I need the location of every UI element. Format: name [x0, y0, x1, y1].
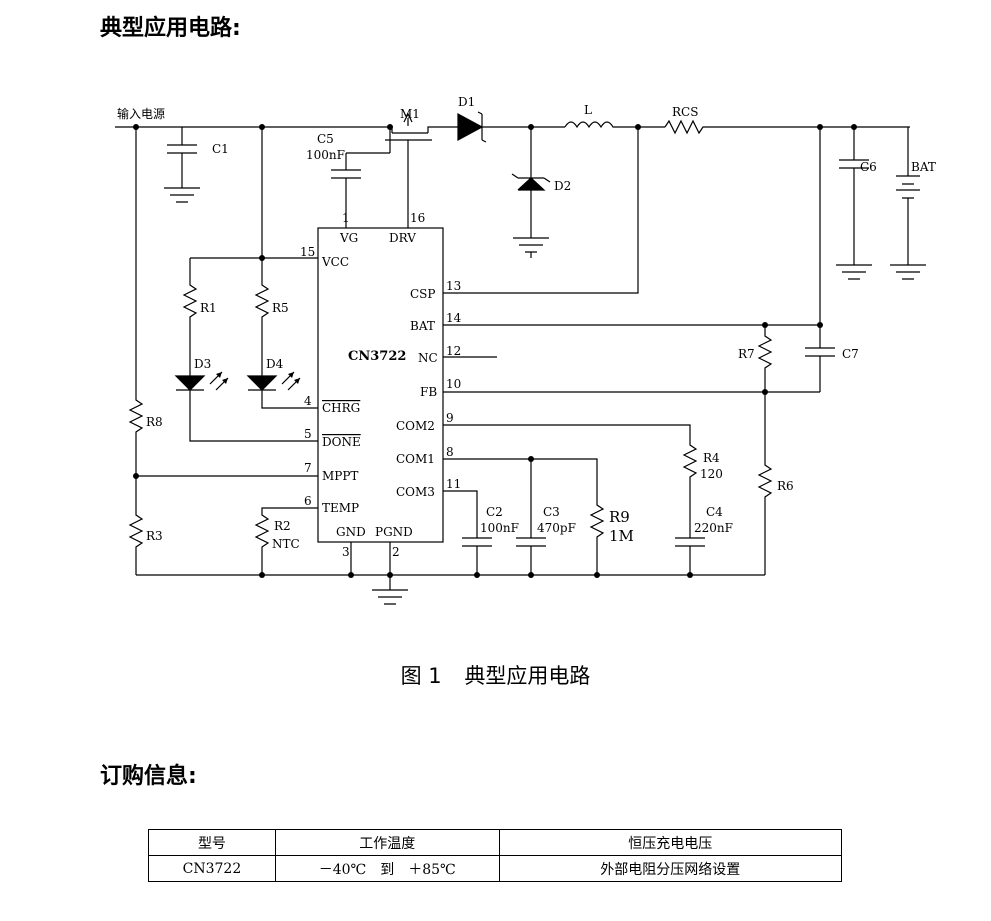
pin-number-9: 9 [446, 411, 454, 425]
header-temperature: 工作温度 [274, 829, 500, 856]
label-d1: D1 [458, 95, 475, 109]
label-r7: R7 [738, 347, 755, 361]
figure-title: 典型应用电路 [464, 664, 591, 688]
label-r4: R4 [703, 451, 720, 465]
pin-number-4: 4 [304, 394, 312, 408]
pin-temp: TEMP [322, 501, 359, 515]
pin-chrg: CHRG [322, 401, 360, 415]
section-heading-application: 典型应用电路: [100, 16, 241, 41]
figure-caption: 图 1 典型应用电路 [0, 660, 991, 690]
pin-number-1: 1 [342, 211, 350, 225]
section-heading-ordering: 订购信息: [100, 764, 197, 789]
label-c3: C3 [543, 505, 560, 519]
pin-done: DONE [322, 435, 361, 449]
label-r3: R3 [146, 529, 163, 543]
label-m1: M1 [400, 107, 420, 121]
label-r2: R2 [274, 519, 291, 533]
label-c5: C5 [317, 132, 334, 146]
pin-fb: FB [420, 385, 437, 399]
pin-number-13: 13 [446, 279, 461, 293]
label-r5: R5 [272, 301, 289, 315]
label-rcs: RCS [672, 105, 698, 119]
label-r6: R6 [777, 479, 794, 493]
pin-number-15: 15 [300, 245, 315, 259]
ordering-table: 型号 工作温度 恒压充电电压 CN3722 －40℃ 到 ＋85℃ 外部电阻分压… [148, 829, 843, 882]
pin-number-3: 3 [342, 545, 350, 559]
pin-gnd: GND [336, 525, 366, 539]
label-c3-value: 470pF [537, 521, 576, 535]
label-c2: C2 [486, 505, 503, 519]
label-r2-value: NTC [272, 537, 300, 551]
pin-number-8: 8 [446, 445, 454, 459]
label-d3: D3 [194, 357, 211, 371]
pin-com3: COM3 [396, 485, 435, 499]
pin-pgnd: PGND [375, 525, 413, 539]
label-c2-value: 100nF [480, 521, 519, 535]
label-c4-value: 220nF [694, 521, 733, 535]
cell-temperature: －40℃ 到 ＋85℃ [274, 855, 500, 882]
pin-csp: CSP [410, 287, 435, 301]
table-row: CN3722 －40℃ 到 ＋85℃ 外部电阻分压网络设置 [148, 855, 843, 882]
label-r1: R1 [200, 301, 217, 315]
label-r8: R8 [146, 415, 163, 429]
chip-body [317, 227, 444, 543]
pin-number-14: 14 [446, 311, 462, 325]
input-source-label: 输入电源 [117, 106, 165, 121]
header-voltage: 恒压充电电压 [498, 829, 843, 856]
label-c1: C1 [212, 142, 229, 156]
pin-number-6: 6 [304, 494, 312, 508]
pin-number-10: 10 [446, 377, 461, 391]
chip-name: CN3722 [348, 349, 406, 364]
figure-number: 图 1 [400, 664, 442, 688]
pin-vcc: VCC [321, 255, 349, 269]
pin-number-7: 7 [304, 461, 312, 475]
pin-mppt: MPPT [322, 469, 358, 483]
pin-number-11: 11 [446, 477, 461, 491]
label-r9-value: 1M [609, 527, 634, 545]
label-c7: C7 [842, 347, 859, 361]
label-c6: C6 [860, 160, 877, 174]
label-r4-value: 120 [700, 467, 723, 481]
header-model: 型号 [148, 829, 276, 856]
table-header-row: 型号 工作温度 恒压充电电压 [148, 829, 843, 856]
pin-number-5: 5 [304, 427, 312, 441]
pin-number-12: 12 [446, 344, 461, 358]
pin-vg: VG [339, 231, 358, 245]
label-d4: D4 [266, 357, 284, 371]
cell-voltage: 外部电阻分压网络设置 [498, 855, 843, 882]
label-l: L [584, 103, 592, 117]
typical-application-circuit: 输入电源 C1 C5 100nF M1 D1 L RCS D2 C6 BAT R… [115, 95, 936, 605]
pin-number-2: 2 [392, 545, 400, 559]
pin-number-16: 16 [410, 211, 425, 225]
pin-com2: COM2 [396, 419, 435, 433]
label-c4: C4 [706, 505, 723, 519]
pin-bat: BAT [410, 319, 435, 333]
pin-drv: DRV [389, 231, 416, 245]
label-r9: R9 [609, 508, 630, 526]
label-bat: BAT [911, 160, 936, 174]
pin-nc: NC [418, 351, 438, 365]
pin-com1: COM1 [396, 452, 435, 466]
cell-model: CN3722 [148, 855, 276, 882]
label-c5-value: 100nF [306, 148, 345, 162]
label-d2: D2 [554, 179, 571, 193]
